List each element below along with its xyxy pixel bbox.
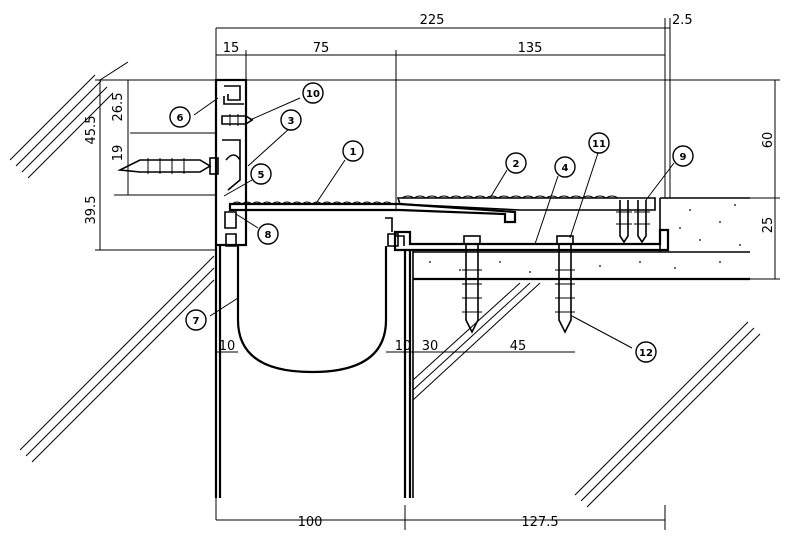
- left-anchor-bolt: [117, 157, 219, 175]
- hatch-lower-right: [412, 282, 761, 508]
- svg-text:2: 2: [513, 159, 520, 170]
- base-frame: [224, 211, 670, 252]
- callout-12: 12: [635, 341, 657, 363]
- anchor-bolt-right: [555, 235, 575, 334]
- dim-left-lower: 39.5: [84, 196, 99, 225]
- concrete-texture: [429, 204, 741, 273]
- dim-gap-left: 10: [219, 339, 236, 354]
- callout-11: 11: [588, 132, 610, 154]
- hatch-upper-left: [9, 61, 129, 179]
- svg-text:6: 6: [177, 113, 184, 124]
- svg-text:1: 1: [350, 147, 357, 158]
- screw-10: [221, 114, 254, 126]
- dim-bottom-left: 100: [298, 515, 323, 530]
- svg-text:10: 10: [306, 89, 320, 100]
- callout-3: 3: [280, 109, 302, 131]
- callout-6: 6: [169, 106, 191, 128]
- callout-5: 5: [250, 163, 272, 185]
- callout-8: 8: [257, 223, 279, 245]
- dim-gap-right: 10: [395, 339, 412, 354]
- svg-text:11: 11: [592, 139, 606, 150]
- dim-top-seg-1: 15: [223, 41, 240, 56]
- callout-10: 10: [302, 82, 324, 104]
- dim-left-upper: 26.5: [111, 93, 126, 122]
- structure-outlines: [214, 197, 750, 498]
- dim-top-seg-2: 75: [313, 41, 330, 56]
- svg-text:4: 4: [562, 163, 569, 174]
- svg-text:7: 7: [193, 316, 200, 327]
- callout-7: 7: [185, 309, 207, 331]
- dim-right-upper: 60: [761, 132, 776, 149]
- left-wall-profile: [214, 78, 248, 247]
- dim-top-gap: 2.5: [672, 13, 693, 28]
- dim-bottom-right: 127.5: [521, 515, 558, 530]
- callout-leaders: [193, 97, 675, 349]
- callout-2: 2: [505, 152, 527, 174]
- anchor-bolt-left: [462, 235, 482, 334]
- svg-text:8: 8: [265, 230, 272, 241]
- dim-left-mid: 45.5: [84, 116, 99, 145]
- svg-text:5: 5: [258, 170, 265, 181]
- callout-9: 9: [672, 145, 694, 167]
- hatch-lower-left: [19, 255, 215, 463]
- dim-left-small: 19: [111, 145, 126, 162]
- callout-4: 4: [554, 156, 576, 178]
- screws-9: [616, 200, 650, 244]
- callout-1: 1: [342, 140, 364, 162]
- svg-text:9: 9: [680, 152, 687, 163]
- dimension-lines: [95, 18, 780, 530]
- cover-plate: [228, 195, 656, 224]
- svg-text:12: 12: [639, 348, 653, 359]
- svg-text:3: 3: [288, 116, 295, 127]
- dim-anchor-spacing: 45: [510, 339, 527, 354]
- dim-right-lower: 25: [761, 217, 776, 234]
- dim-anchor-edge: 30: [422, 339, 439, 354]
- dim-top-total: 225: [420, 13, 445, 28]
- seal-membrane: [225, 233, 399, 374]
- dim-top-seg-3: 135: [518, 41, 543, 56]
